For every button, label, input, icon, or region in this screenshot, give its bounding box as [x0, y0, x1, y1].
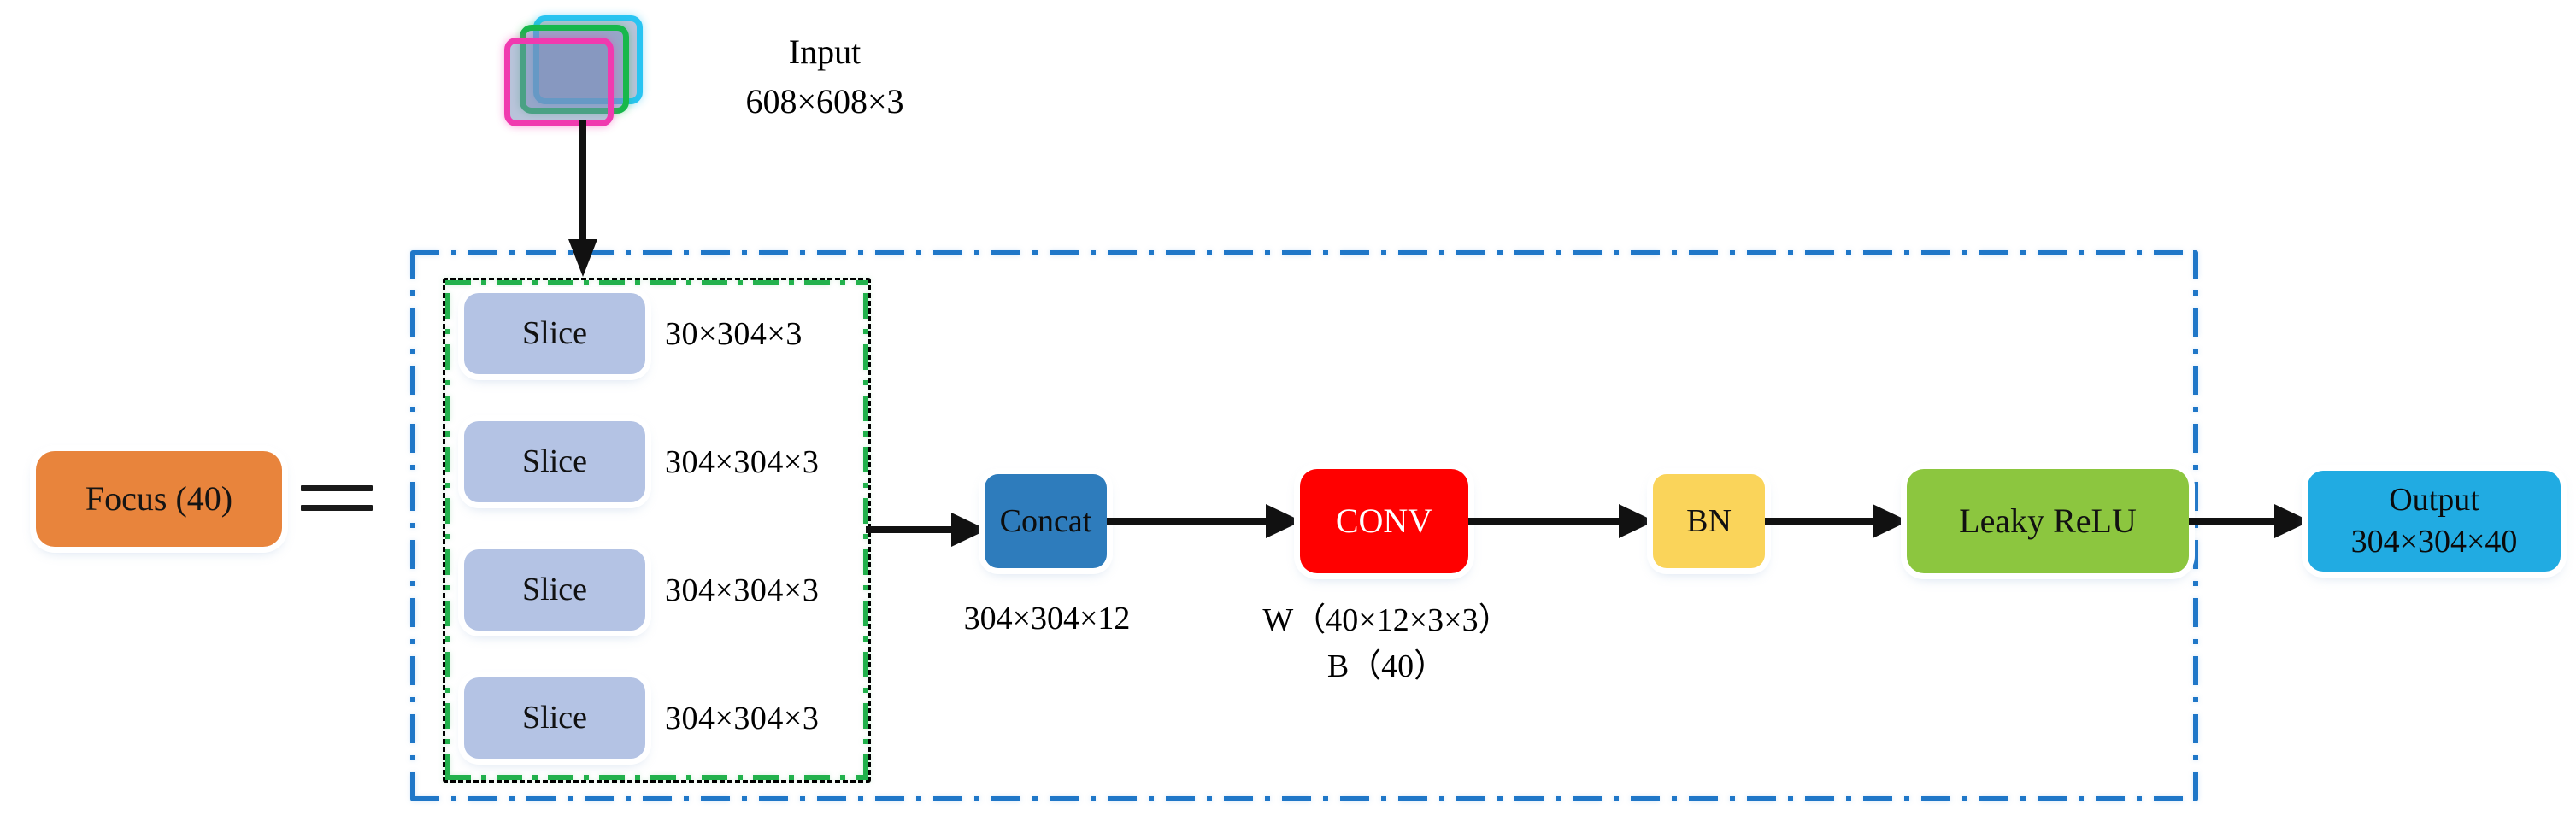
- focus-node[interactable]: Focus (40): [36, 451, 282, 547]
- input-layer-magenta: [504, 38, 614, 126]
- arrow-shaft: [1765, 518, 1876, 525]
- arrow-bn-to-relu: [1765, 504, 1908, 538]
- concat-caption: 304×304×12: [963, 601, 1131, 636]
- slice-shape-2: 304×304×3: [665, 443, 820, 480]
- output-node[interactable]: Output 304×304×40: [2308, 471, 2561, 572]
- bn-node[interactable]: BN: [1653, 474, 1765, 568]
- arrow-conv-to-bn: [1468, 504, 1655, 538]
- leaky-relu-node[interactable]: Leaky ReLU: [1907, 469, 2189, 573]
- arrow-slices-to-concat: [866, 513, 987, 547]
- input-tensor-stack: [494, 15, 656, 126]
- input-caption: Input 608×608×3: [745, 32, 904, 120]
- slice-node-2[interactable]: Slice: [464, 421, 645, 502]
- arrow-shaft: [1468, 518, 1622, 525]
- slice-shape-4: 304×304×3: [665, 700, 820, 736]
- equals-sign: [301, 484, 373, 518]
- arrow-head-icon: [1266, 504, 1302, 538]
- arrow-head-icon: [1619, 504, 1655, 538]
- slice-shape-1: 30×304×3: [665, 315, 803, 352]
- arrow-shaft: [579, 120, 586, 248]
- slice-node-3[interactable]: Slice: [464, 549, 645, 631]
- equals-bar-bottom: [301, 505, 373, 511]
- arrow-input-to-slices: [568, 120, 597, 282]
- arrow-head-icon: [951, 513, 987, 547]
- arrow-head-icon: [1873, 504, 1908, 538]
- arrow-shaft: [866, 526, 955, 533]
- arrow-concat-to-conv: [1107, 504, 1302, 538]
- arrow-relu-to-output: [2189, 504, 2310, 538]
- arrow-head-icon: [568, 239, 597, 277]
- concat-node[interactable]: Concat: [985, 474, 1107, 568]
- arrow-head-icon: [2274, 504, 2310, 538]
- conv-node[interactable]: CONV: [1300, 469, 1468, 573]
- arrow-shaft: [1107, 518, 1269, 525]
- arrow-shaft: [2189, 518, 2278, 525]
- slice-node-4[interactable]: Slice: [464, 677, 645, 759]
- conv-weights-caption: W（40×12×3×3） B（40）: [1262, 602, 1511, 684]
- slice-node-1[interactable]: Slice: [464, 293, 645, 374]
- equals-bar-top: [301, 485, 373, 491]
- slice-shape-3: 304×304×3: [665, 572, 820, 608]
